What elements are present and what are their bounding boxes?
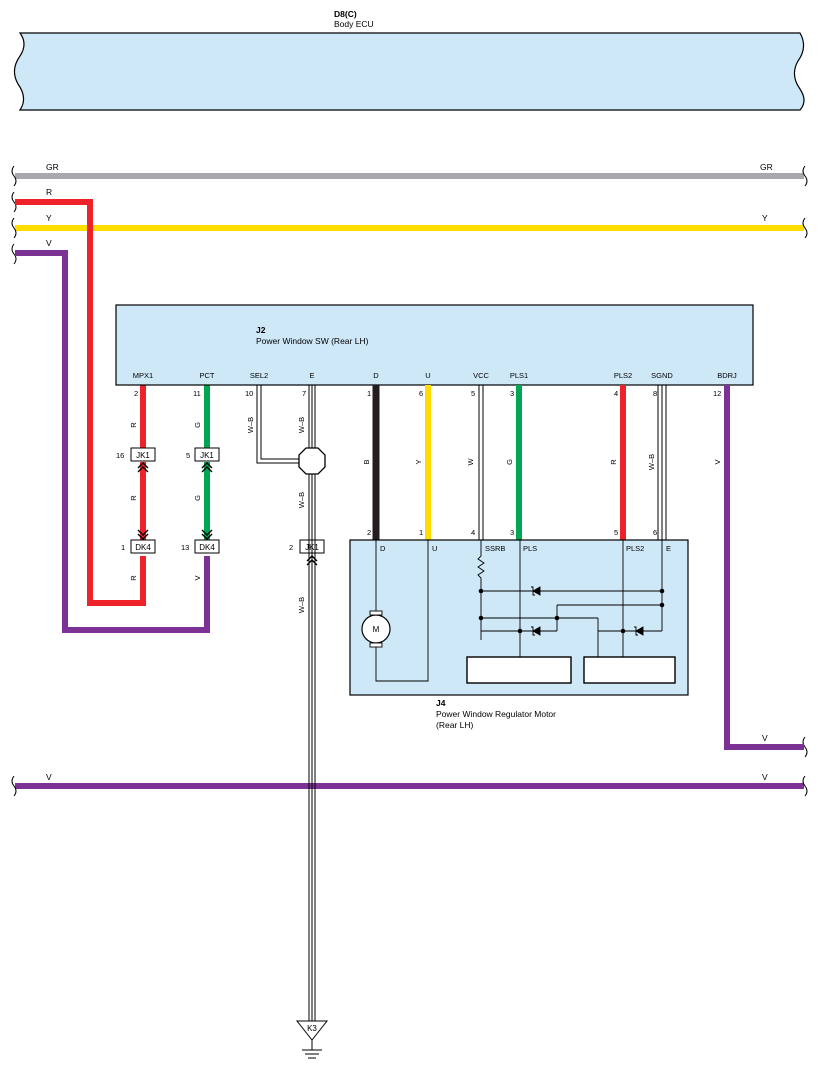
jk1-label-b: JK1 xyxy=(200,451,214,460)
wire-label-e-mid: W–B xyxy=(297,492,306,508)
pin-mpx1: 2 xyxy=(134,389,138,398)
dk4-pin-b: 13 xyxy=(181,543,189,552)
wire-label-pls2: R xyxy=(609,459,618,465)
motor-pin-pls2: 5 xyxy=(614,528,618,537)
motor-pin-e: 6 xyxy=(653,528,657,537)
wire-label-mpx1: R xyxy=(129,422,138,428)
mpx1-wire: R xyxy=(15,187,146,606)
motor-terminal-e: E xyxy=(666,544,671,553)
jk1-pin-c: 2 xyxy=(289,543,293,552)
jk1-pin-b: 5 xyxy=(186,451,190,460)
terminal-bdrj: BDRJ xyxy=(717,371,737,380)
r-bus-label: R xyxy=(46,187,52,197)
wire-label-e: W–B xyxy=(297,417,306,433)
y-label-left: Y xyxy=(46,213,52,223)
pin-sel2: 10 xyxy=(245,389,253,398)
wire-label-mpx1-low: R xyxy=(129,575,138,581)
junction-connectors: JK1 16 JK1 5 DK4 1 DK4 13 JK1 2 xyxy=(116,447,325,566)
ecu-code: D8(C) xyxy=(334,9,357,19)
v-label-bottom-right: V xyxy=(762,772,768,782)
body-ecu-block: D8(C) Body ECU xyxy=(13,9,805,111)
wire-label-pct: G xyxy=(193,422,202,428)
pin-pct: 11 xyxy=(193,389,201,398)
ecu-box xyxy=(13,32,805,111)
ground-wires xyxy=(256,385,326,1022)
terminal-pls2: PLS2 xyxy=(614,371,632,380)
motor-terminal-pls: PLS xyxy=(523,544,537,553)
pin-vcc: 5 xyxy=(471,389,475,398)
pin-d: 1 xyxy=(367,389,371,398)
pin-sgnd: 8 xyxy=(653,389,657,398)
wire-label-u: Y xyxy=(414,459,423,464)
motor-pin-ssrb: 4 xyxy=(471,528,475,537)
pin-pls2: 4 xyxy=(614,389,618,398)
wire-label-mpx1-mid: R xyxy=(129,495,138,501)
pct-wire: V xyxy=(15,238,210,633)
ground-code: K3 xyxy=(307,1024,317,1033)
terminal-pls1: PLS1 xyxy=(510,371,528,380)
motor-pin-u: 1 xyxy=(419,528,423,537)
motor-terminal-u: U xyxy=(432,544,437,553)
terminal-d: D xyxy=(373,371,379,380)
pin-bdrj: 12 xyxy=(713,389,721,398)
terminal-mpx1: MPX1 xyxy=(133,371,153,380)
bus-lines: GR GR Y Y V V xyxy=(15,162,804,789)
pulse-sensor-block-1 xyxy=(466,656,572,684)
motor-name-line1: Power Window Regulator Motor xyxy=(436,709,556,719)
gr-label-right: GR xyxy=(760,162,773,172)
motor-terminal-pls2: PLS2 xyxy=(626,544,644,553)
motor-terminal-ssrb: SSRB xyxy=(485,544,505,553)
pulse-sensor-block-2 xyxy=(583,656,676,684)
terminal-e: E xyxy=(309,371,314,380)
wire-break-marks xyxy=(11,165,808,797)
wire-label-pls1: G xyxy=(505,459,514,465)
wire-label-d: B xyxy=(362,459,371,464)
motor-pin-d: 2 xyxy=(367,528,371,537)
dk4-pin-a: 1 xyxy=(121,543,125,552)
v-bus-label-top: V xyxy=(46,238,52,248)
wire-label-pct-mid: G xyxy=(193,495,202,501)
terminal-pct: PCT xyxy=(200,371,215,380)
switch-name: Power Window SW (Rear LH) xyxy=(256,336,369,346)
v-label-bdrj-right: V xyxy=(762,733,768,743)
wire-label-bdrj: V xyxy=(713,459,722,464)
power-window-switch: J2 Power Window SW (Rear LH) MPX1 PCT SE… xyxy=(115,304,754,398)
pin-e: 7 xyxy=(302,389,306,398)
ground-k3: K3 xyxy=(295,1020,329,1059)
wire-label-e-low: W–B xyxy=(297,597,306,613)
pin-u: 6 xyxy=(419,389,423,398)
motor-name-line2: (Rear LH) xyxy=(436,720,473,730)
gr-label-left: GR xyxy=(46,162,59,172)
motor-terminal-d: D xyxy=(380,544,386,553)
wire-label-sel2: W–B xyxy=(246,417,255,433)
dk4-label-a: DK4 xyxy=(135,543,151,552)
wire-color-labels: R G W–B W–B B Y W G R W–B V R G W–B R V … xyxy=(129,417,722,613)
terminal-u: U xyxy=(425,371,430,380)
motor-wires: V xyxy=(372,385,804,750)
dk4-label-b: DK4 xyxy=(199,543,215,552)
motor-pin-pls: 3 xyxy=(510,528,514,537)
ecu-name: Body ECU xyxy=(334,19,374,29)
splice-point xyxy=(298,447,326,475)
motor-code: J4 xyxy=(436,698,446,708)
y-label-right: Y xyxy=(762,213,768,223)
pin-pls1: 3 xyxy=(510,389,514,398)
power-window-motor: 2 1 4 3 5 6 D U SSRB PLS PLS2 E xyxy=(349,528,689,730)
wire-label-vcc: W xyxy=(466,458,475,466)
motor-symbol: M xyxy=(373,625,380,634)
wire-label-pct-low: V xyxy=(193,575,202,580)
wire-label-sgnd: W–B xyxy=(647,454,656,470)
terminal-sel2: SEL2 xyxy=(250,371,268,380)
switch-code: J2 xyxy=(256,325,266,335)
jk1-pin-a: 16 xyxy=(116,451,124,460)
jk1-label-a: JK1 xyxy=(136,451,150,460)
v-label-bottom-left: V xyxy=(46,772,52,782)
terminal-sgnd: SGND xyxy=(651,371,673,380)
terminal-vcc: VCC xyxy=(473,371,489,380)
